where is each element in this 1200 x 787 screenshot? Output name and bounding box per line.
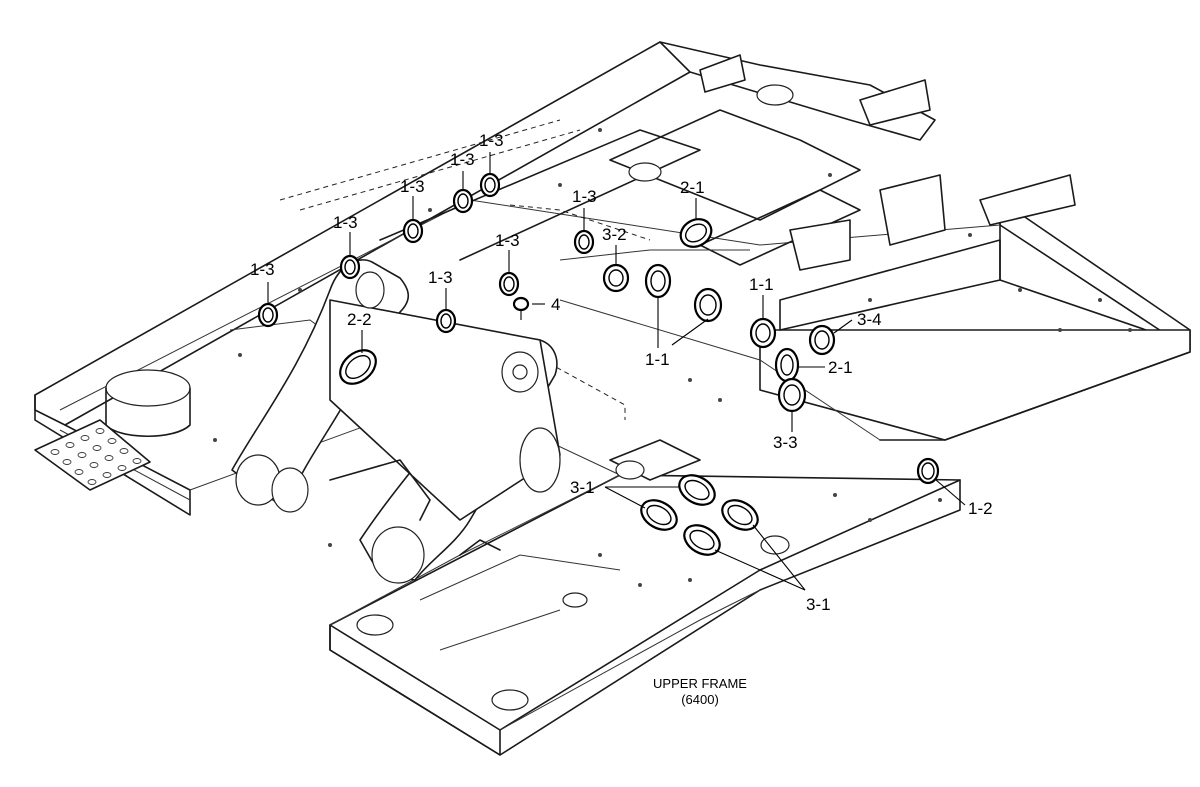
diagram-caption: UPPER FRAME (6400) bbox=[600, 676, 800, 708]
ring-1-1-c bbox=[749, 317, 777, 349]
bolt-dots bbox=[213, 128, 1132, 587]
seal-rings bbox=[257, 172, 940, 556]
callout-3-1-b: 3-1 bbox=[806, 595, 831, 614]
ring-3-4 bbox=[808, 324, 836, 356]
ring-3-1-b bbox=[640, 499, 678, 531]
ring-1-3-h bbox=[435, 308, 457, 334]
frame-outline bbox=[34, 41, 1191, 756]
leader-lines bbox=[267, 152, 966, 591]
callout-2-1-b: 2-1 bbox=[828, 358, 853, 377]
ring-1-1-b bbox=[693, 287, 723, 323]
callout-1-3-c: 1-3 bbox=[400, 177, 425, 196]
callout-3-1-a: 3-1 bbox=[570, 478, 595, 497]
ring-2-2 bbox=[339, 349, 377, 385]
plug-4 bbox=[512, 296, 530, 320]
ring-2-1-a bbox=[679, 218, 713, 248]
ring-1-3-c bbox=[402, 218, 424, 244]
ring-1-2 bbox=[916, 457, 940, 485]
callout-1-1-b: 1-1 bbox=[749, 275, 774, 294]
ring-1-3-f bbox=[573, 229, 595, 255]
ring-1-3-b bbox=[339, 254, 361, 280]
callout-2-2: 2-2 bbox=[347, 310, 372, 329]
ring-3-3 bbox=[777, 377, 807, 413]
ring-1-1-a bbox=[644, 263, 672, 299]
callout-1-2: 1-2 bbox=[968, 499, 993, 518]
top-details bbox=[609, 54, 1076, 481]
callout-labels: 1-3 1-3 1-3 1-3 1-3 1-3 1-3 1-3 2-1 3-2 … bbox=[250, 131, 993, 614]
boom-brackets bbox=[231, 259, 561, 584]
front-details bbox=[356, 460, 790, 711]
callout-1-1-a: 1-1 bbox=[645, 350, 670, 369]
callout-1-3-g: 1-3 bbox=[495, 231, 520, 250]
callout-1-3-h: 1-3 bbox=[428, 268, 453, 287]
ring-1-3-e bbox=[479, 172, 501, 198]
callout-4: 4 bbox=[551, 295, 560, 314]
ring-1-3-a bbox=[257, 302, 279, 328]
callout-1-3-b: 1-3 bbox=[333, 213, 358, 232]
ring-3-1-a bbox=[678, 474, 716, 506]
ring-3-1-c bbox=[721, 499, 759, 531]
ring-2-1-b bbox=[774, 347, 800, 383]
callout-1-3-a: 1-3 bbox=[250, 260, 275, 279]
caption-code: (6400) bbox=[681, 692, 719, 707]
callout-1-3-f: 1-3 bbox=[572, 187, 597, 206]
callout-3-3: 3-3 bbox=[773, 433, 798, 452]
ring-3-1-d bbox=[683, 524, 721, 556]
ring-1-3-d bbox=[452, 188, 474, 214]
callout-3-2: 3-2 bbox=[602, 225, 627, 244]
caption-title: UPPER FRAME bbox=[653, 676, 747, 691]
left-side-details bbox=[34, 369, 191, 491]
callout-2-1-a: 2-1 bbox=[680, 178, 705, 197]
ring-3-2 bbox=[602, 263, 630, 293]
callout-1-3-d: 1-3 bbox=[450, 150, 475, 169]
callout-3-4: 3-4 bbox=[857, 310, 882, 329]
ring-1-3-g bbox=[498, 271, 520, 297]
callout-1-3-e: 1-3 bbox=[479, 131, 504, 150]
